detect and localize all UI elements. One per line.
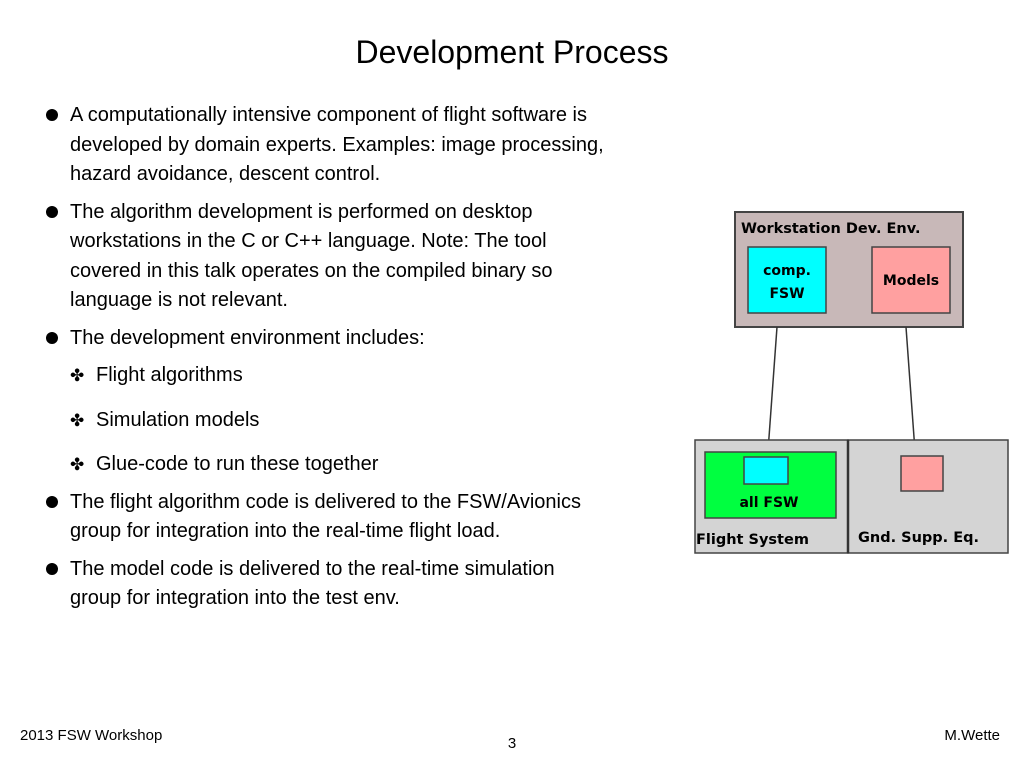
sub-bullet-text: Flight algorithms — [96, 364, 243, 386]
footer-author: M.Wette — [944, 727, 1000, 744]
comp-fsw-label-line2: FSW — [769, 286, 804, 302]
models-box — [871, 246, 951, 314]
workstation-label: Workstation Dev. Env. — [741, 221, 921, 237]
slide-title: Development Process — [355, 34, 669, 70]
sub-bullet-item: ✤ Flight algorithms — [44, 361, 604, 391]
bullet-item: The model code is delivered to the real-… — [44, 555, 604, 614]
bullet-item: A computationally intensive component of… — [44, 101, 604, 190]
flight-system-label: Flight System — [696, 532, 809, 548]
bullet-item: The flight algorithm code is delivered t… — [44, 488, 604, 547]
comp-fsw-label-line1: comp. — [763, 263, 811, 279]
bullet-item: The development environment includes: — [44, 324, 604, 354]
models-label: Models — [883, 273, 939, 289]
arrow-models-to-gse — [905, 326, 920, 453]
comp-fsw-box — [747, 246, 827, 314]
four-petal-flower-icon: ✤ — [70, 366, 85, 385]
gse-label: Gnd. Supp. Eq. — [858, 530, 979, 546]
all-fsw-label: all FSW — [739, 495, 798, 511]
four-petal-flower-icon: ✤ — [70, 455, 85, 474]
page-number: 3 — [507, 735, 517, 752]
sub-bullet-text: Glue-code to run these together — [96, 453, 379, 475]
architecture-diagram: Workstation Dev. Env. comp. FSW Models a… — [690, 205, 1020, 565]
four-petal-flower-icon: ✤ — [70, 410, 85, 430]
sub-bullet-item: ✤ Simulation models — [44, 406, 604, 436]
bullet-item: The algorithm development is performed o… — [44, 198, 604, 316]
footer-workshop: 2013 FSW Workshop — [20, 727, 163, 744]
embedded-models-box — [900, 455, 944, 492]
embedded-comp-fsw-box — [743, 456, 789, 485]
sub-bullet-item: ✤ Glue-code to run these together — [44, 450, 604, 480]
arrow-comp-to-flight — [763, 326, 778, 453]
bullet-list: A computationally intensive component of… — [44, 101, 604, 622]
sub-bullet-text: Simulation models — [96, 408, 260, 431]
